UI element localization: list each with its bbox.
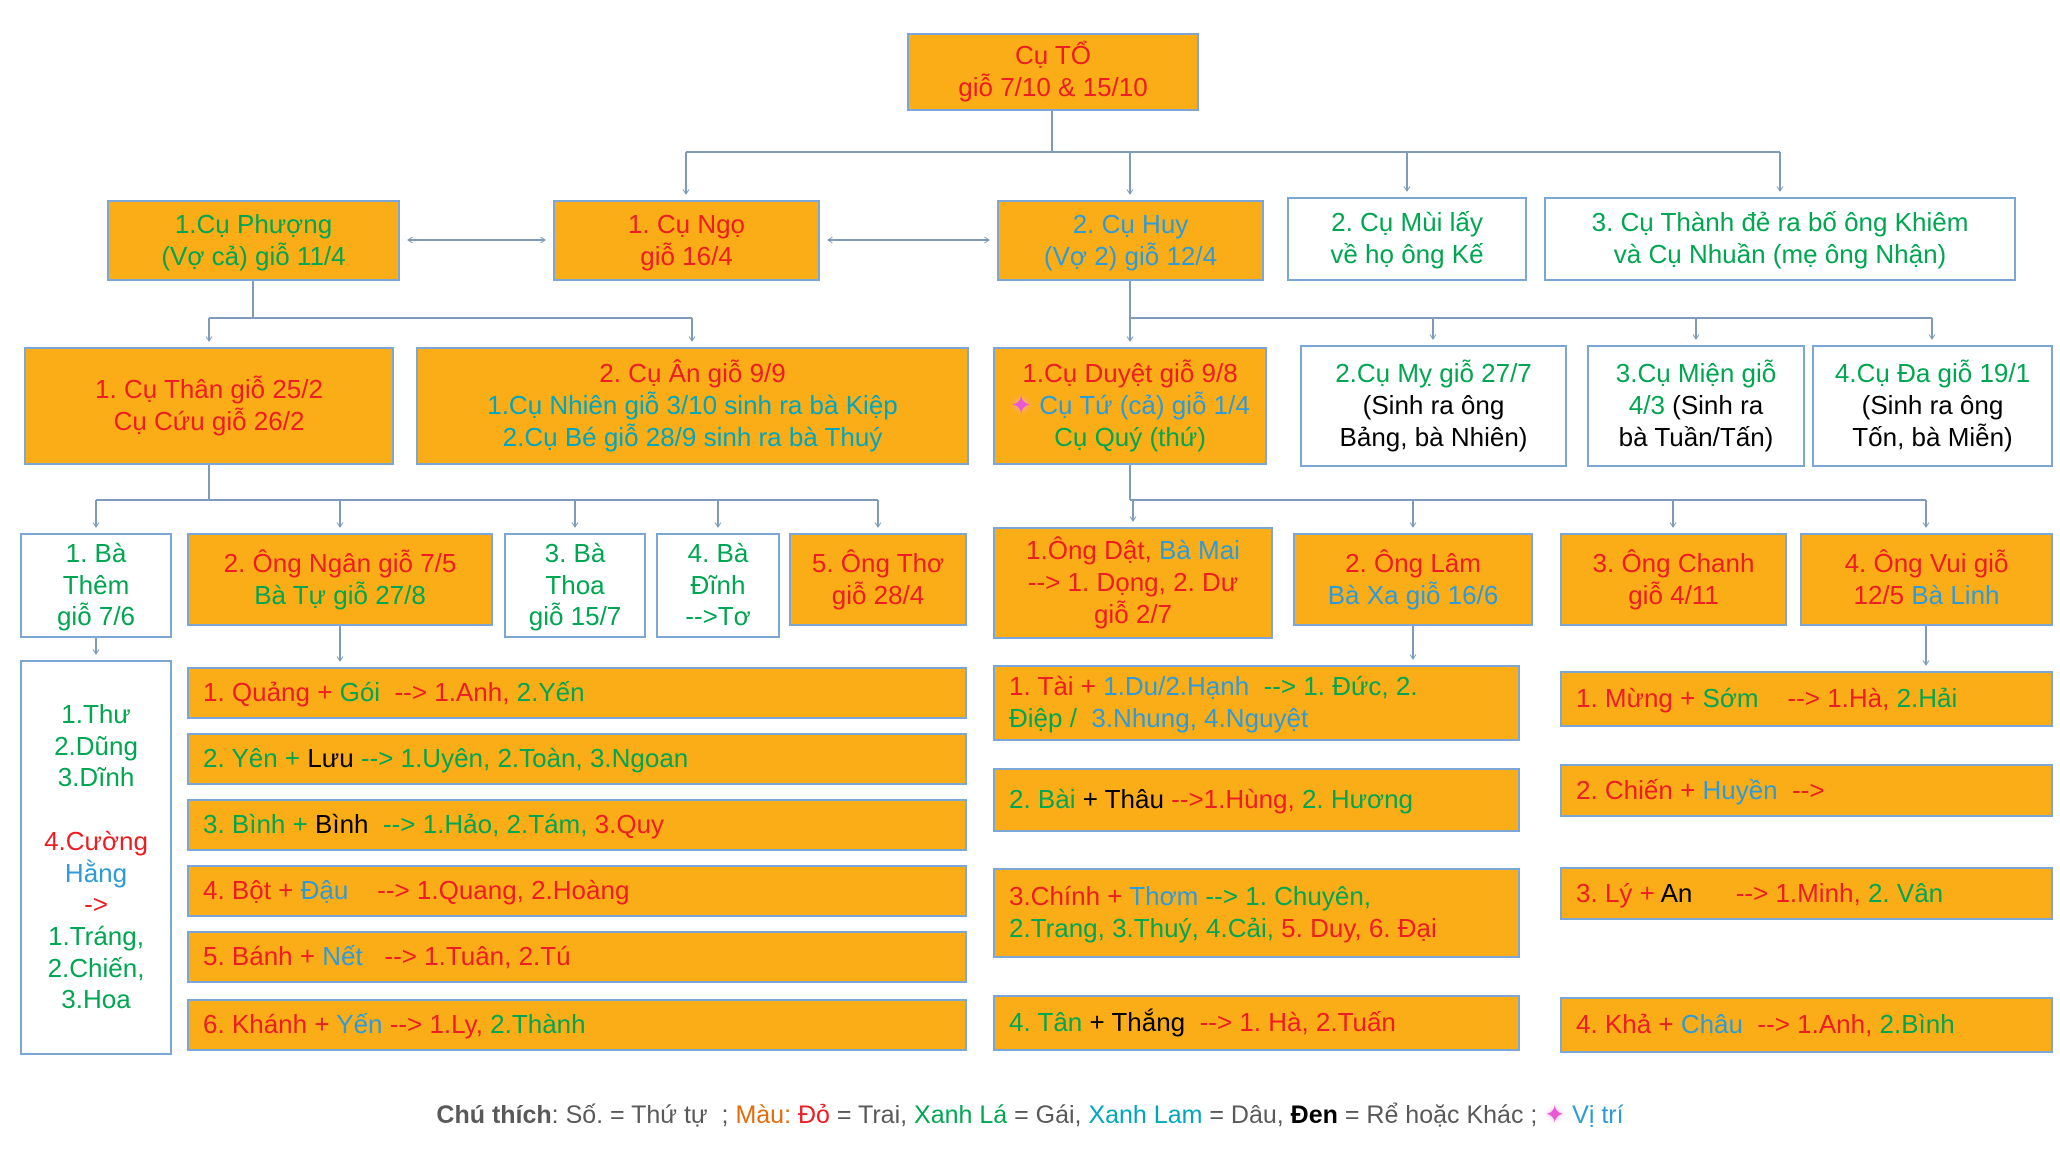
node-ngan-child-quang: 1. Quảng + Gói --> 1.Anh, 2.Yến bbox=[187, 667, 967, 719]
node-right-child-chien: 2. Chiến + Huyền --> bbox=[1560, 764, 2053, 817]
node-mid-child-chinh: 3.Chính + Thơm --> 1. Chuyên,2.Trang, 3.… bbox=[993, 868, 1520, 958]
node-ngan-child-bot: 4. Bột + Đậu --> 1.Quang, 2.Hoàng bbox=[187, 865, 967, 917]
node-mid-child-bai: 2. Bài + Thâu -->1.Hùng, 2. Hương bbox=[993, 768, 1520, 832]
node-mid-child-tan: 4. Tân + Thắng --> 1. Hà, 2.Tuấn bbox=[993, 995, 1520, 1051]
node-cu-huy: 2. Cụ Huy(Vợ 2) giỗ 12/4 bbox=[997, 200, 1264, 281]
node-right-child-mung: 1. Mừng + Sớm --> 1.Hà, 2.Hải bbox=[1560, 671, 2053, 727]
node-ngan-child-banh: 5. Bánh + Nết --> 1.Tuân, 2.Tú bbox=[187, 931, 967, 983]
node-ngan-child-yen: 2. Yên + Lưu --> 1.Uyên, 2.Toàn, 3.Ngoan bbox=[187, 733, 967, 785]
node-right-child-ly: 3. Lý + An --> 1.Minh, 2. Vân bbox=[1560, 867, 2053, 920]
node-cu-phuong: 1.Cụ Phượng(Vợ cả) giỗ 11/4 bbox=[107, 200, 400, 281]
legend: Chú thích: Số. = Thứ tự ; Màu: Đỏ = Trai… bbox=[436, 1101, 1624, 1129]
node-right-child-kha: 4. Khả + Châu --> 1.Anh, 2.Bình bbox=[1560, 997, 2053, 1053]
node-ngan-child-binh: 3. Bình + Bình --> 1.Hảo, 2.Tám, 3.Quy bbox=[187, 799, 967, 851]
node-mid-child-tai: 1. Tài + 1.Du/2.Hạnh --> 1. Đức, 2.Điệp … bbox=[993, 665, 1520, 741]
node-ngan-child-khanh: 6. Khánh + Yến --> 1.Ly, 2.Thành bbox=[187, 999, 967, 1051]
